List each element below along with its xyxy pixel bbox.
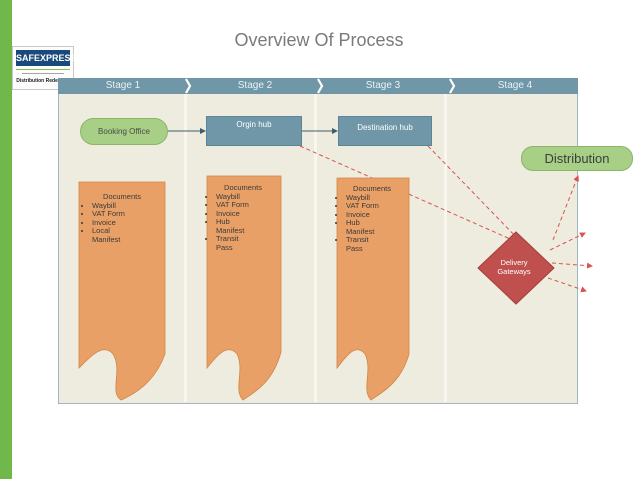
documents-heading: Documents	[353, 184, 391, 193]
document-item: Invoice	[92, 218, 162, 228]
arrow-origin-to-gateway	[299, 145, 518, 243]
origin-hub-node: Orgin hub	[206, 116, 302, 146]
document-item: Transit Pass	[346, 235, 380, 253]
documents-list-stage-2: Documents Waybill VAT Form Invoice Hub M…	[206, 183, 280, 252]
documents-heading: Documents	[103, 192, 141, 201]
logo-wordmark: SAFEXPRESS	[16, 50, 77, 66]
document-item: VAT Form	[346, 201, 408, 211]
stage-label-4: Stage 4	[497, 80, 533, 91]
document-item: Waybill	[92, 201, 162, 211]
stage-label-1: Stage 1	[105, 80, 141, 91]
distribution-node: Distribution	[521, 146, 633, 171]
document-item: Waybill	[346, 193, 408, 203]
booking-office-node: Booking Office	[80, 118, 168, 145]
arrow-gateway-to-distribution	[552, 175, 579, 241]
stage-label-2: Stage 2	[237, 80, 273, 91]
lane-divider-3	[444, 92, 447, 402]
documents-list-stage-1: Documents Waybill VAT Form Invoice Local…	[82, 192, 162, 244]
document-shape-stage-1	[78, 181, 166, 401]
destination-hub-node: Destination hub	[338, 116, 432, 146]
document-item: Invoice	[346, 210, 408, 220]
stage-label-3: Stage 3	[365, 80, 401, 91]
document-item: Waybill	[216, 192, 280, 202]
lane-divider-2	[314, 92, 317, 402]
document-shape-stage-3	[336, 177, 410, 401]
logo-rule-secondary	[22, 73, 64, 74]
accent-strip	[0, 0, 12, 479]
lane-divider-1	[184, 92, 187, 402]
slide-title: Overview Of Process	[234, 30, 404, 50]
document-shape-stage-2	[206, 175, 282, 401]
documents-heading: Documents	[224, 183, 262, 192]
document-item: Invoice	[216, 209, 280, 219]
document-item: VAT Form	[92, 209, 162, 219]
logo-tagline: Distribution Redefined	[16, 78, 70, 84]
document-item: Local Manifest	[92, 226, 128, 244]
arrow-destination-to-gateway	[427, 145, 520, 241]
document-item: Transit Pass	[216, 234, 250, 252]
document-item: VAT Form	[216, 200, 280, 210]
logo-rule	[16, 69, 70, 70]
delivery-gateway-label: Delivery Gateways	[497, 258, 531, 276]
documents-list-stage-3: Documents Waybill VAT Form Invoice Hub M…	[336, 184, 408, 253]
document-item: Hub Manifest	[346, 218, 382, 236]
document-item: Hub Manifest	[216, 217, 252, 235]
